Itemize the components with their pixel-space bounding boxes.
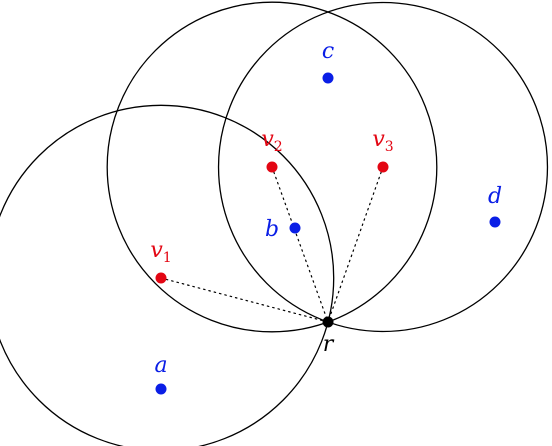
- point-c: [322, 72, 334, 84]
- label-r: r: [323, 332, 335, 357]
- label-v1: v1: [150, 238, 171, 266]
- label-b: b: [265, 217, 279, 242]
- points-layer: [155, 72, 501, 395]
- label-a: a: [154, 353, 167, 378]
- point-b: [289, 222, 301, 234]
- point-v2: [266, 161, 278, 173]
- circle-v1: [0, 104, 335, 446]
- point-v3: [377, 161, 389, 173]
- dotted-segment-v1-r: [160, 277, 329, 323]
- labels-layer: a b c d v1 v2 v3 r: [150, 39, 502, 378]
- label-v2: v2: [261, 127, 282, 155]
- dotted-segment-v3-r: [327, 166, 384, 323]
- point-a: [155, 383, 167, 395]
- point-v1: [155, 272, 167, 284]
- dotted-segments-layer: [160, 166, 384, 323]
- circle-v2: [106, 1, 438, 333]
- circle-v3: [217, 1, 549, 333]
- point-d: [489, 216, 501, 228]
- label-v3: v3: [372, 127, 393, 155]
- dotted-segment-v2-r: [271, 166, 329, 323]
- point-r: [322, 316, 334, 328]
- label-d: d: [488, 184, 502, 209]
- label-c: c: [322, 39, 334, 64]
